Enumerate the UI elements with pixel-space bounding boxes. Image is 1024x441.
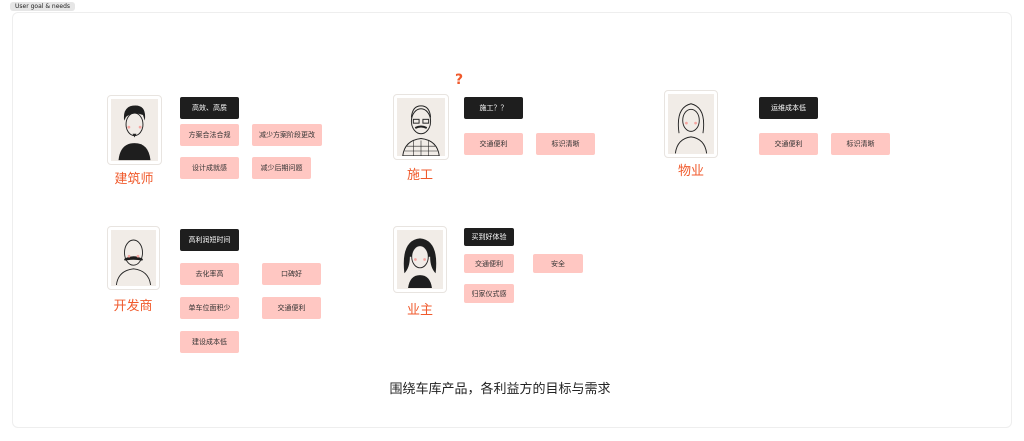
question-mark: ? [455,72,464,88]
architect-avatar [107,95,162,165]
developer-need: 去化率高 [180,263,239,285]
property-portrait-icon [668,94,714,154]
construction-avatar [393,94,449,160]
construction-goal: 施工？？ [464,97,523,119]
canvas-frame [12,12,1012,428]
owner-avatar [393,226,447,293]
construction-label: 施工 [406,168,434,183]
owner-label: 业主 [406,303,434,318]
architect-portrait-icon [111,99,158,161]
architect-need: 减少后期问题 [252,157,311,179]
property-goal: 运维成本低 [759,97,818,119]
architect-need: 设计成就感 [180,157,239,179]
property-label: 物业 [677,164,705,179]
architect-need: 减少方案阶段更改 [252,124,322,146]
property-avatar [664,90,718,158]
architect-goal: 高效、高质 [180,97,239,119]
owner-goal: 买到好体验 [464,228,514,246]
owner-need: 安全 [533,254,583,273]
diagram-caption: 围绕车库产品，各利益方的目标与需求 [389,382,611,397]
section-tag: User goal & needs [10,2,76,11]
construction-need: 交通便利 [464,133,523,155]
architect-need: 方案合法合规 [180,124,239,146]
developer-need: 单车位面积少 [180,297,239,319]
property-need: 标识清晰 [831,133,890,155]
construction-portrait-icon [397,98,445,156]
developer-need: 建设成本低 [180,331,239,353]
developer-need: 交通便利 [262,297,321,319]
developer-portrait-icon [111,230,156,286]
developer-need: 口碑好 [262,263,321,285]
developer-label: 开发商 [113,299,153,314]
property-need: 交通便利 [759,133,818,155]
construction-need: 标识清晰 [536,133,595,155]
developer-avatar [107,226,160,290]
owner-portrait-icon [397,230,443,289]
architect-label: 建筑师 [114,172,154,187]
owner-need: 归家仪式感 [464,284,514,303]
owner-need: 交通便利 [464,254,514,273]
developer-goal: 高利润短时间 [180,229,239,251]
